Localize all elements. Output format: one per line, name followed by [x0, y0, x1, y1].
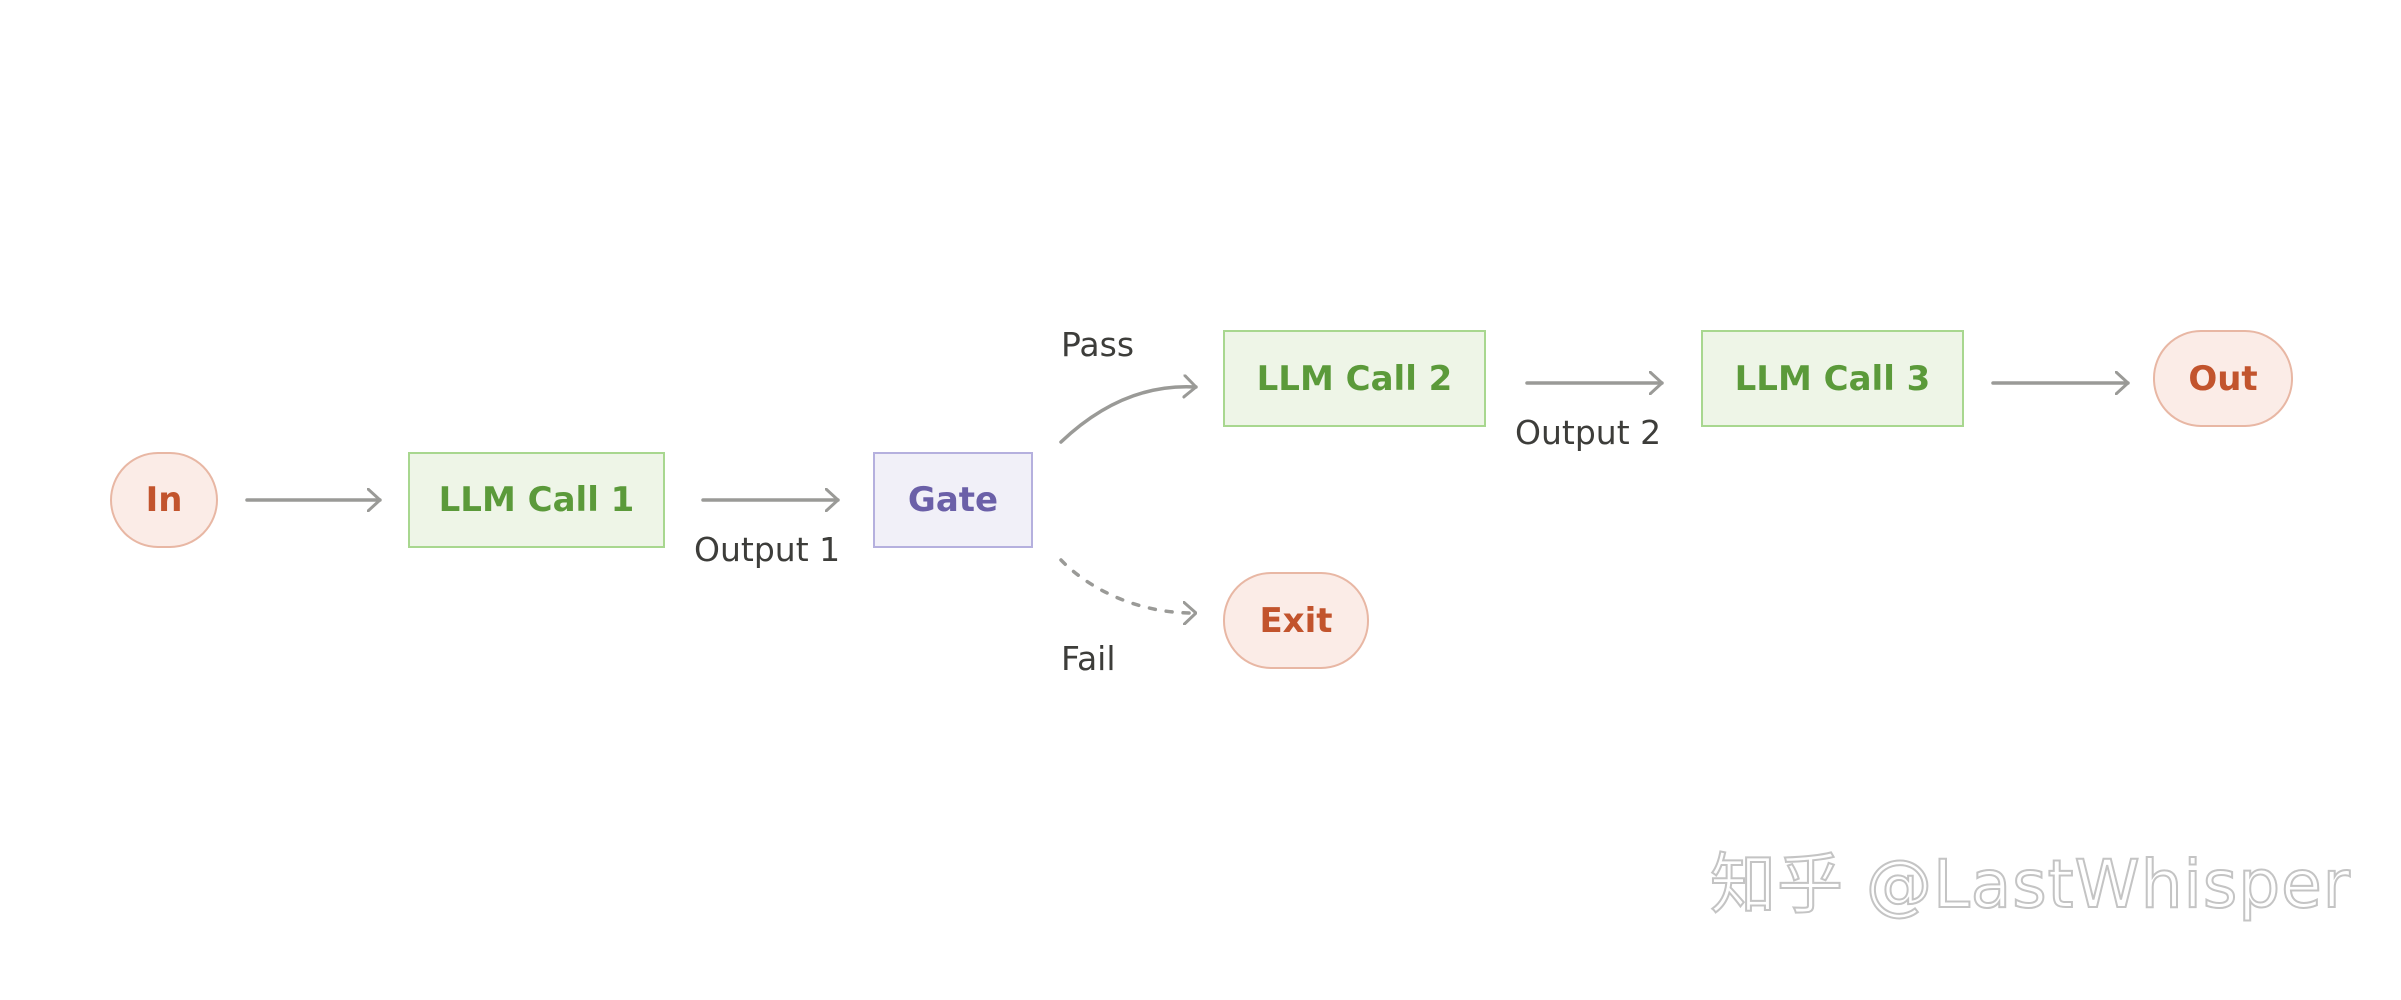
edge-label-fail: Fail — [1061, 639, 1116, 678]
node-llm-call-1-label: LLM Call 1 — [438, 480, 635, 520]
edge-label-output-1: Output 1 — [694, 530, 841, 569]
watermark-text: 知乎 @LastWhisper — [1709, 846, 2351, 923]
node-exit: Exit — [1223, 572, 1369, 669]
edge-label-pass: Pass — [1061, 325, 1135, 364]
node-llm-call-3: LLM Call 3 — [1701, 330, 1964, 427]
edge-label-output-2: Output 2 — [1515, 413, 1662, 452]
arrow-gate-to-exit-fail — [1059, 558, 1198, 613]
arrow-gate-to-llm-call-2-pass — [1059, 387, 1198, 444]
node-llm-call-2: LLM Call 2 — [1223, 330, 1486, 427]
node-out: Out — [2153, 330, 2293, 427]
node-llm-call-1: LLM Call 1 — [408, 452, 665, 548]
node-in: In — [110, 452, 218, 548]
node-gate-label: Gate — [907, 480, 999, 520]
node-llm-call-2-label: LLM Call 2 — [1256, 358, 1453, 399]
node-llm-call-3-label: LLM Call 3 — [1734, 358, 1931, 399]
node-out-label: Out — [2188, 358, 2258, 399]
node-in-label: In — [145, 480, 183, 520]
node-gate: Gate — [873, 452, 1033, 548]
node-exit-label: Exit — [1259, 600, 1333, 641]
